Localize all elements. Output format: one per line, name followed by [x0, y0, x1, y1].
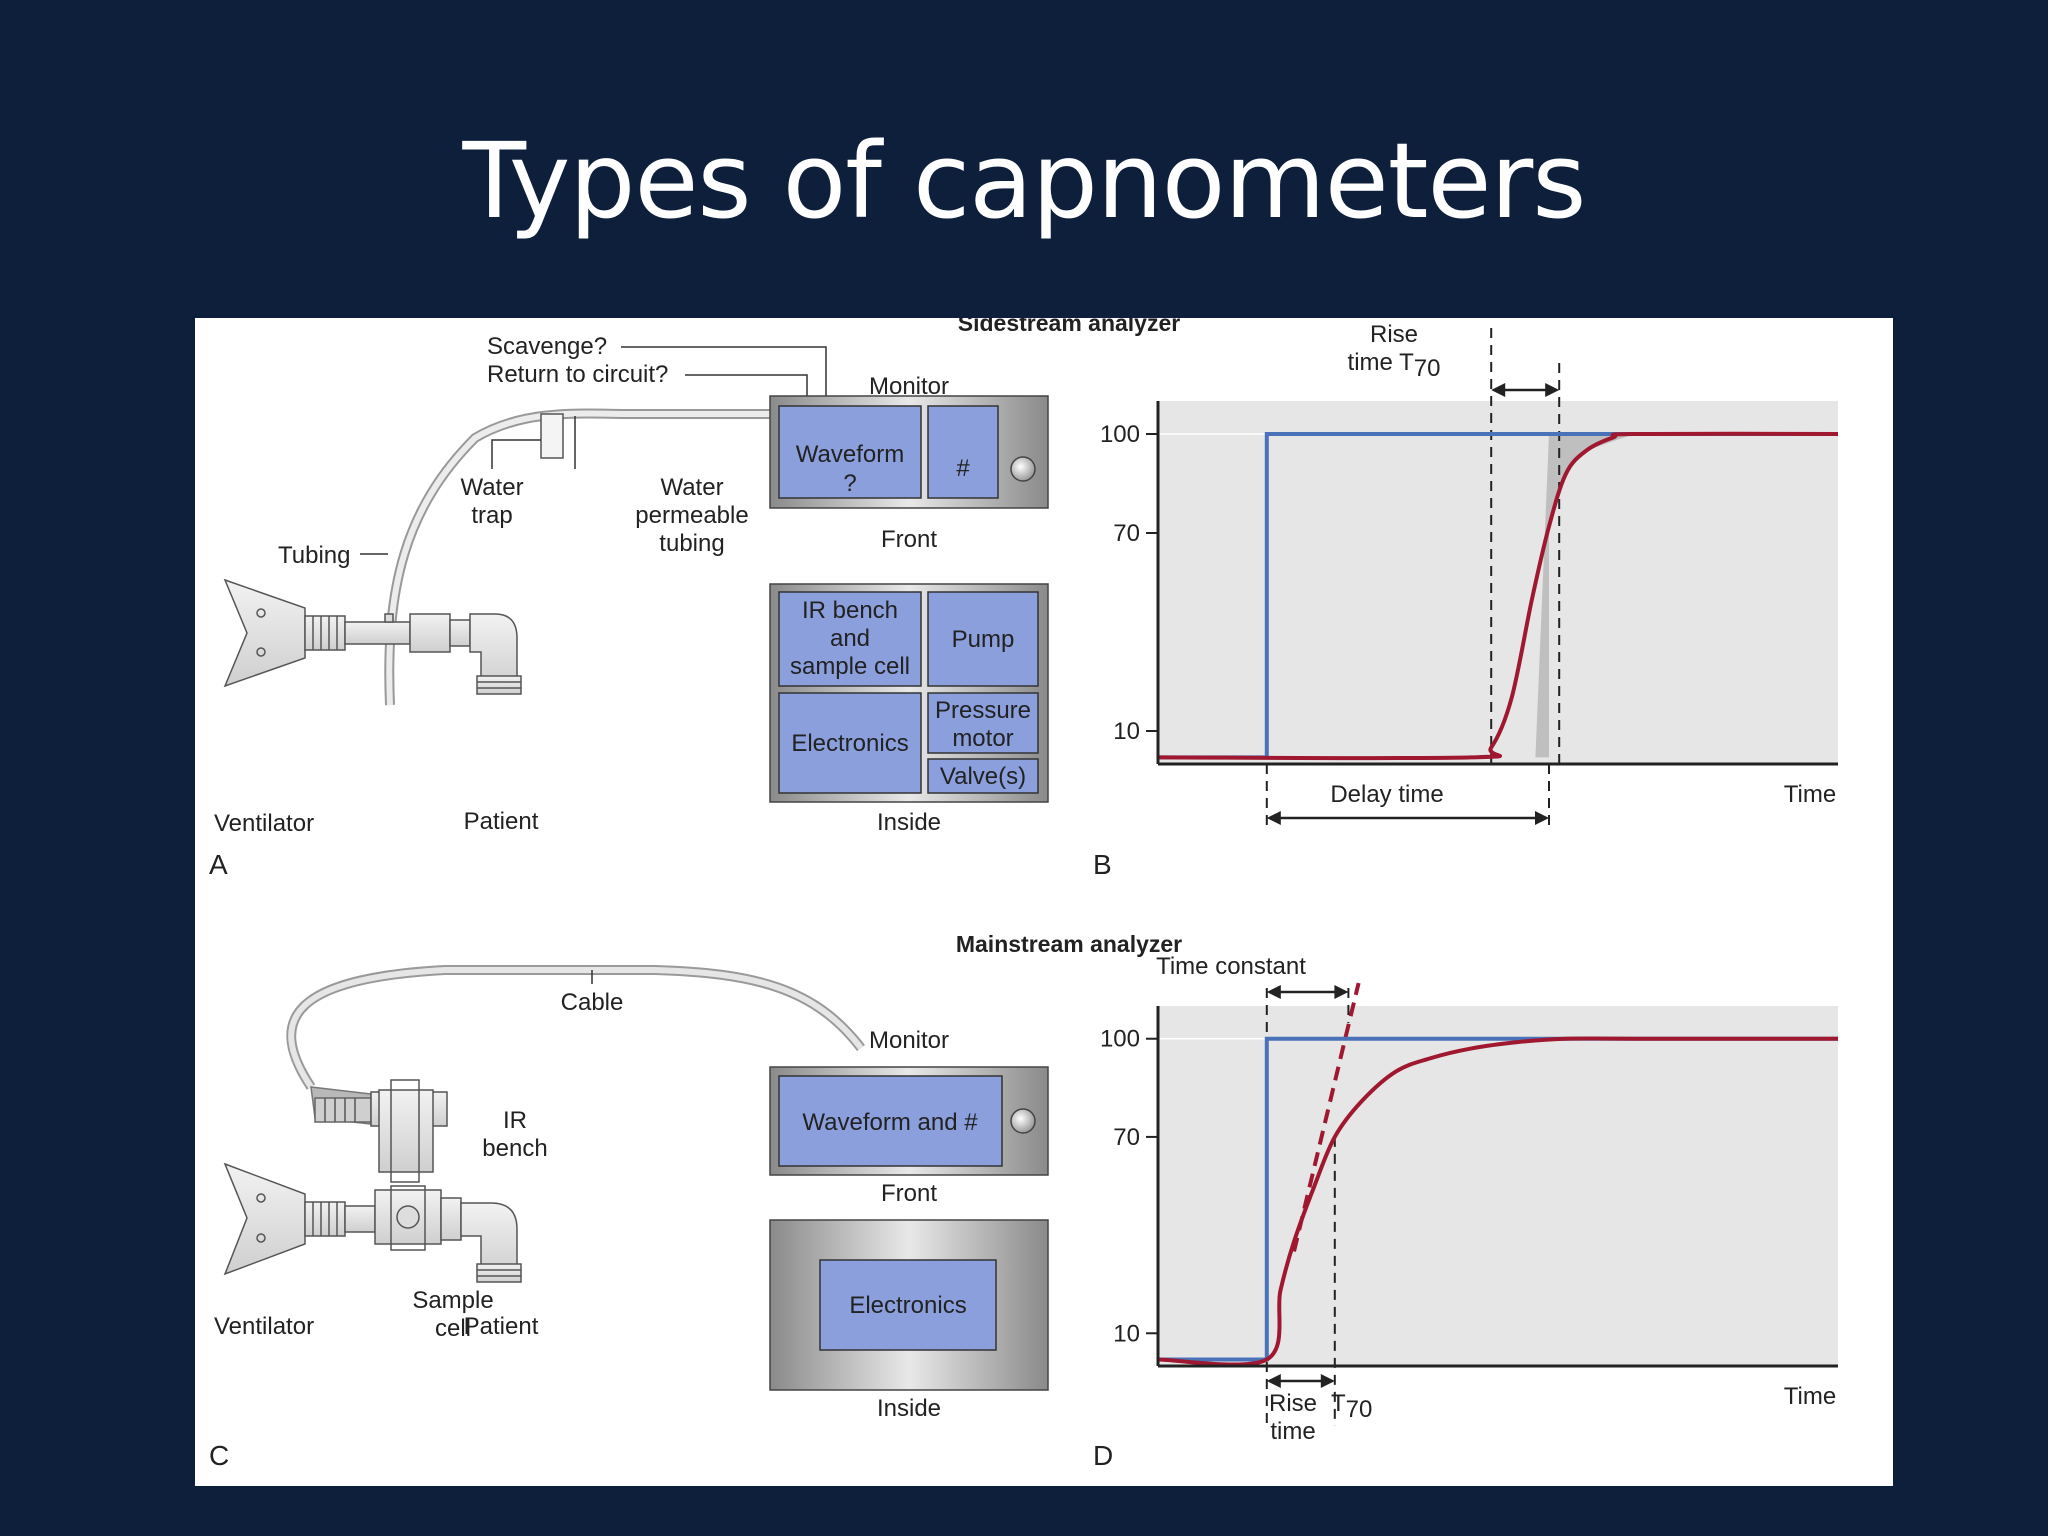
chart-d-rise-label-1: Rise — [1269, 1390, 1317, 1417]
scavenge-label: Scavenge? — [487, 333, 607, 360]
tubing-label: Tubing — [278, 542, 351, 569]
chart-b-xlabel: Time — [1784, 781, 1836, 808]
chart-d-xlabel: Time — [1784, 1383, 1836, 1410]
chart-b-title: Sidestream analyzer — [958, 318, 1181, 336]
pump-label: Pump — [952, 626, 1015, 653]
slide-title: Types of capnometers — [462, 120, 1587, 242]
panel-c-mainstream-setup: Cable Monitor IR bench Sample cell Venti… — [209, 965, 1049, 1471]
waveform-number-label: Waveform and # — [802, 1109, 978, 1136]
panel-a-letter: A — [209, 849, 228, 880]
y-tick-label-70: 70 — [1113, 1124, 1140, 1151]
return-label: Return to circuit? — [487, 361, 668, 388]
front-label: Front — [881, 526, 937, 553]
front-label-c: Front — [881, 1180, 937, 1207]
ventilator-y-piece — [223, 578, 306, 688]
ir-label-3: sample cell — [790, 653, 910, 680]
electronics-box — [778, 692, 922, 794]
sample-label-1: Sample — [412, 1287, 493, 1314]
patient-label: Patient — [464, 808, 539, 835]
monitor-label: Monitor — [869, 373, 949, 400]
water-trap-label-1: Water — [460, 474, 523, 501]
wpt-label-1: Water — [660, 474, 723, 501]
monitor-label-c: Monitor — [869, 1027, 949, 1054]
waveform-label-1: Waveform — [796, 441, 904, 468]
ir-label-2: and — [830, 625, 870, 652]
chart-d-plot-area — [1158, 1006, 1838, 1366]
analyzer-response-curve — [1157, 431, 1839, 761]
water-trap-label-2: trap — [471, 502, 512, 529]
chart-d-rise-label-2: time — [1270, 1418, 1315, 1445]
waveform-number-box — [778, 1075, 1003, 1167]
airway-adapter — [344, 621, 411, 645]
ir-bench — [378, 1089, 434, 1173]
y-tick-label-100: 100 — [1100, 421, 1140, 448]
chart-b-sidestream-response: Sidestream analyzer 10 70 100 Time Delay t… — [958, 318, 1839, 880]
y-tick-label-70: 70 — [1113, 520, 1140, 547]
panel-a-sidestream-setup: Scavenge? Return to circuit? Monitor Wat… — [209, 333, 1049, 880]
valves-label: Valve(s) — [940, 763, 1026, 790]
monitor-knob-c — [1010, 1108, 1036, 1134]
waveform-label-2: ? — [843, 470, 856, 497]
monitor-knob — [1010, 456, 1036, 482]
chart-b-letter: B — [1093, 849, 1112, 880]
water-trap — [540, 413, 564, 459]
patient-label-c: Patient — [464, 1313, 539, 1340]
chart-d-title: Mainstream analyzer — [956, 931, 1182, 957]
wpt-label-2: permeable — [635, 502, 748, 529]
chart-b-rise-label-2: time T70 — [1348, 349, 1441, 382]
valves-box — [927, 758, 1039, 794]
analyzer-response-curve — [1157, 1036, 1838, 1367]
waveform-box — [778, 405, 922, 499]
pressure-motor-box — [927, 692, 1039, 754]
panel-c-letter: C — [209, 1440, 229, 1471]
chart-d-letter: D — [1093, 1440, 1113, 1471]
electronics-label-c: Electronics — [849, 1292, 966, 1319]
y-tick-label-100: 100 — [1100, 1026, 1140, 1053]
water-trap-leader — [491, 439, 541, 469]
figure-svg: Scavenge? Return to circuit? Monitor Wat… — [209, 318, 1839, 1471]
pressure-label-1: Pressure — [935, 697, 1031, 724]
sample-label-2: cell — [435, 1315, 471, 1342]
capnometer-figure: Scavenge? Return to circuit? Monitor Wat… — [195, 318, 1893, 1486]
chart-b-rise-label-1: Rise — [1370, 321, 1418, 348]
electronics-box-c — [819, 1259, 997, 1351]
chart-b-delay-label: Delay time — [1330, 781, 1443, 808]
inside-label: Inside — [877, 809, 941, 836]
y-tick-label-10: 10 — [1113, 718, 1140, 745]
pressure-label-2: motor — [952, 725, 1013, 752]
ir-label-c-2: bench — [482, 1135, 547, 1162]
wpt-label-3: tubing — [659, 530, 724, 557]
ir-label-c-1: IR — [503, 1107, 527, 1134]
number-label: # — [956, 455, 970, 482]
shaded-region — [1535, 434, 1634, 758]
number-box — [927, 405, 999, 499]
inside-label-c: Inside — [877, 1395, 941, 1422]
chart-d-time-constant-label: Time constant — [1156, 953, 1306, 980]
chart-d-t70-label: T70 — [1331, 1390, 1372, 1423]
scavenge-leader — [621, 346, 827, 396]
chart-d-mainstream-response: Mainstream analyzer 10 70 100 Time Time co… — [956, 931, 1838, 1471]
chart-b-plot-area — [1158, 401, 1838, 763]
cable-label: Cable — [561, 989, 624, 1016]
ir-bench-box — [778, 591, 922, 687]
patient-elbow-c — [460, 1202, 518, 1277]
ventilator-label: Ventilator — [214, 810, 314, 837]
ir-label-1: IR bench — [802, 597, 898, 624]
y-tick-label-10: 10 — [1113, 1320, 1140, 1347]
electronics-label: Electronics — [791, 730, 908, 757]
ventilator-y-piece-c — [223, 1162, 306, 1276]
ventilator-label-c: Ventilator — [214, 1313, 314, 1340]
sampling-tubing — [384, 408, 783, 706]
return-leader — [685, 374, 808, 396]
pump-box — [927, 591, 1039, 687]
